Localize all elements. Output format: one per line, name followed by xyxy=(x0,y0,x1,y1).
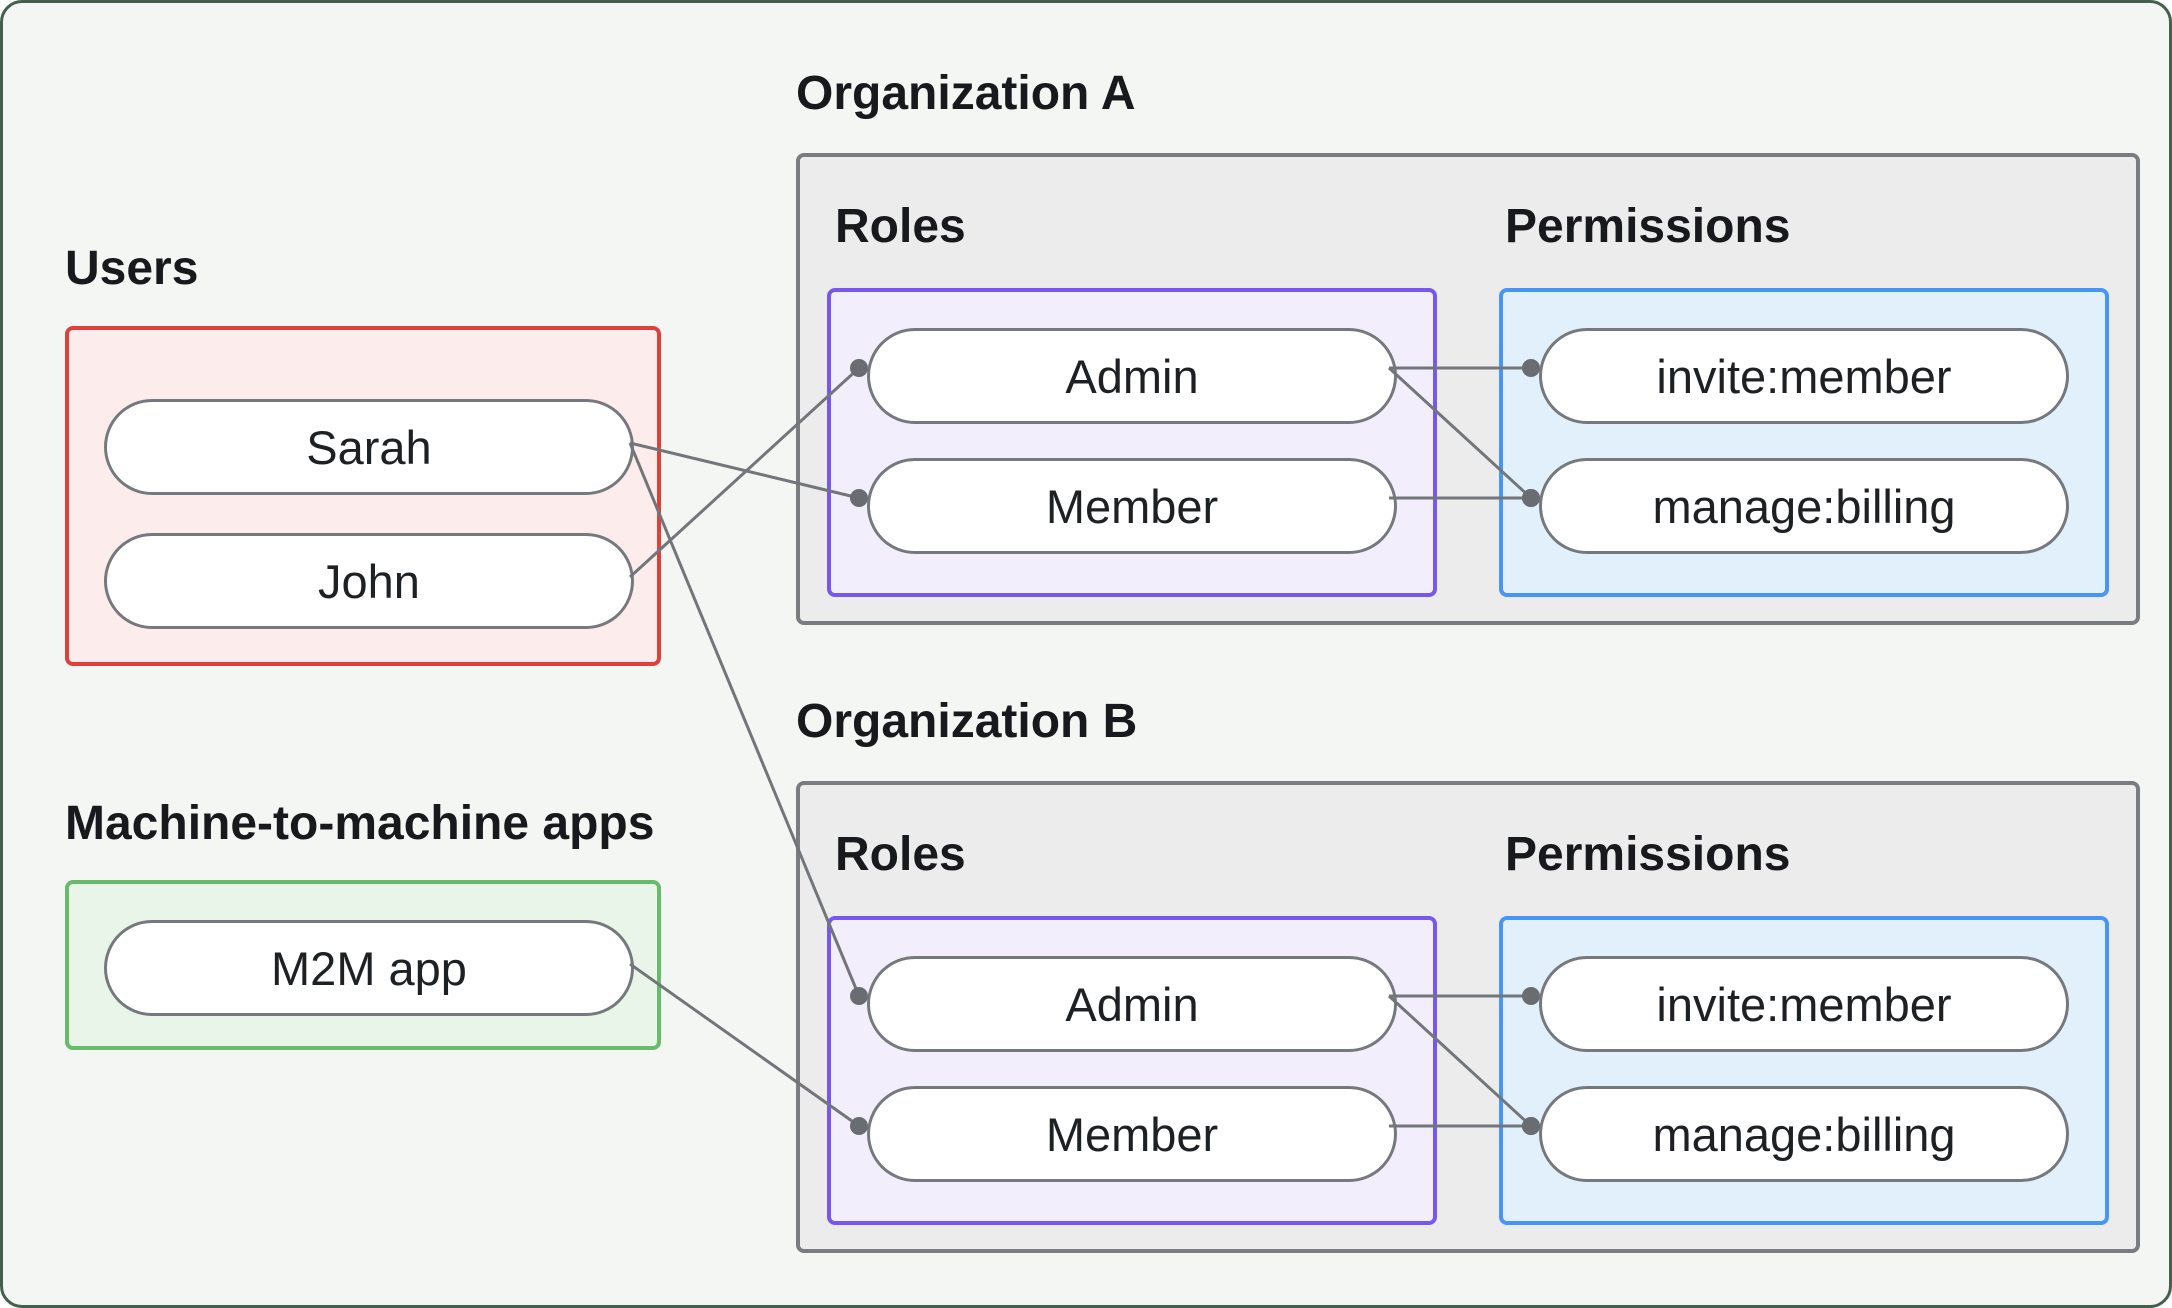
org-b-container-box: Roles Admin Member Permissions invite:me… xyxy=(796,781,2140,1253)
org-a-permissions-box: invite:member manage:billing xyxy=(1499,288,2109,597)
org-b-role-member: Member xyxy=(867,1086,1397,1182)
org-b-permission-invite-member-label: invite:member xyxy=(1656,977,1952,1031)
m2m-app-node-label: M2M app xyxy=(271,941,467,995)
org-a-permission-invite-member: invite:member xyxy=(1539,328,2069,424)
org-a-permission-invite-member-label: invite:member xyxy=(1656,349,1952,403)
user-node-john: John xyxy=(104,533,634,629)
org-b-roles-box: Admin Member xyxy=(827,916,1437,1225)
org-a-role-member-label: Member xyxy=(1045,479,1219,533)
users-section-label: Users xyxy=(65,242,199,295)
user-node-sarah-label: Sarah xyxy=(306,420,432,474)
org-a-permissions-label: Permissions xyxy=(1505,200,1791,253)
org-a-container-box: Roles Admin Member Permissions invite:me… xyxy=(796,153,2140,625)
org-a-permission-manage-billing: manage:billing xyxy=(1539,458,2069,554)
org-a-roles-label: Roles xyxy=(835,200,966,253)
org-b-permission-manage-billing-label: manage:billing xyxy=(1652,1107,1956,1161)
org-b-title: Organization B xyxy=(796,695,1138,748)
org-a-role-member: Member xyxy=(867,458,1397,554)
org-b-permission-manage-billing: manage:billing xyxy=(1539,1086,2069,1182)
org-a-permission-manage-billing-label: manage:billing xyxy=(1652,479,1956,533)
org-a-role-admin: Admin xyxy=(867,328,1397,424)
org-b-permissions-box: invite:member manage:billing xyxy=(1499,916,2109,1225)
m2m-group-box: M2M app xyxy=(65,880,661,1050)
org-b-role-admin-label: Admin xyxy=(1065,977,1199,1031)
user-node-sarah: Sarah xyxy=(104,399,634,495)
org-a-title: Organization A xyxy=(796,67,1136,120)
org-a-roles-box: Admin Member xyxy=(827,288,1437,597)
m2m-section-label: Machine-to-machine apps xyxy=(65,797,655,850)
user-node-john-label: John xyxy=(318,554,420,608)
m2m-app-node: M2M app xyxy=(104,920,634,1016)
org-b-permission-invite-member: invite:member xyxy=(1539,956,2069,1052)
users-group-box: Sarah John xyxy=(65,326,661,666)
org-b-roles-label: Roles xyxy=(835,828,966,881)
org-b-role-admin: Admin xyxy=(867,956,1397,1052)
org-b-role-member-label: Member xyxy=(1045,1107,1219,1161)
org-a-role-admin-label: Admin xyxy=(1065,349,1199,403)
org-b-permissions-label: Permissions xyxy=(1505,828,1791,881)
